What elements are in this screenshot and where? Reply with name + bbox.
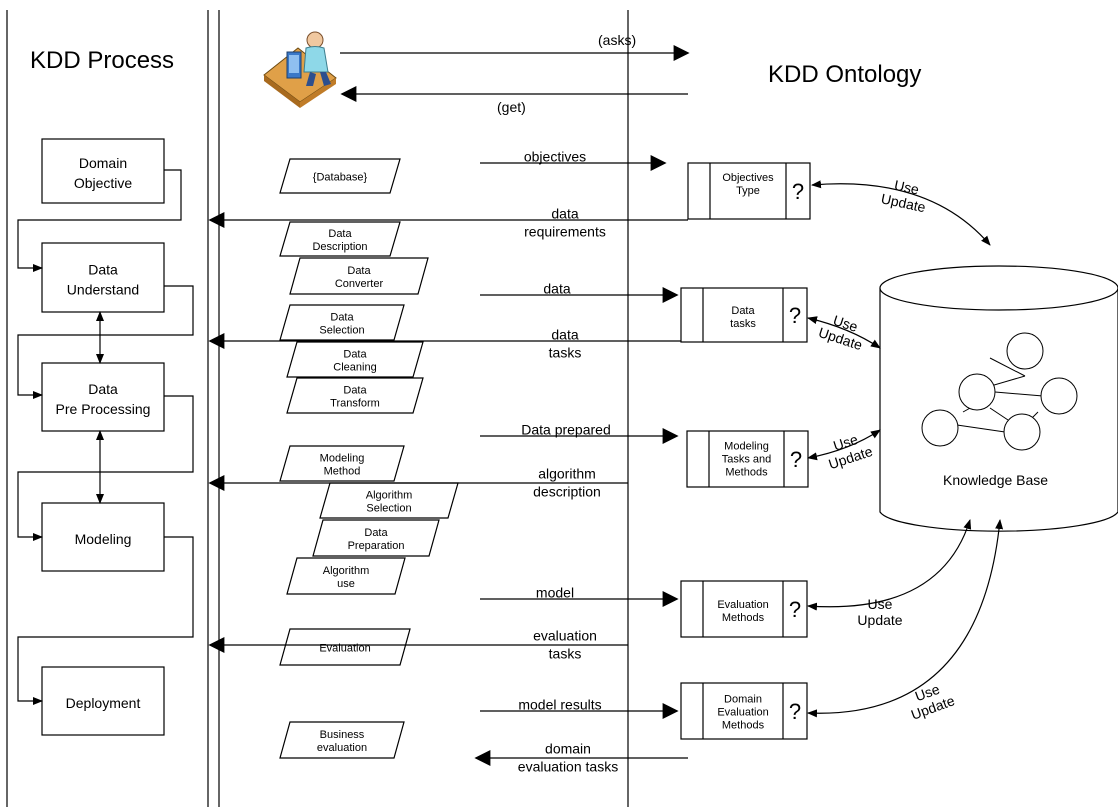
flow-label: objectives <box>524 148 586 164</box>
user-at-computer-icon <box>263 31 337 108</box>
question-mark: ? <box>789 699 801 724</box>
knowledge-base-label: Knowledge Base <box>943 472 1048 488</box>
use-update-label: UseUpdate <box>880 175 931 216</box>
question-mark: ? <box>792 179 804 204</box>
process-step-label: Deployment <box>66 695 141 711</box>
flow-label: data <box>543 280 570 296</box>
artifact-shape <box>286 341 424 378</box>
artifact-shape <box>279 721 405 759</box>
artifact-shape <box>286 377 424 414</box>
knowledge-base-cylinder <box>879 265 1118 532</box>
process-flow-connectors <box>17 169 194 705</box>
get-label: (get) <box>497 99 526 115</box>
artifact-shape <box>279 158 401 194</box>
process-step-label: Modeling <box>75 531 132 547</box>
process-step-box <box>41 242 165 313</box>
kdd-process-title: KDD Process <box>30 47 174 74</box>
ontology-graph <box>921 332 1078 451</box>
swimlane-borders <box>6 10 629 807</box>
question-mark: ? <box>789 597 801 622</box>
process-step-box <box>41 362 165 432</box>
question-mark: ? <box>789 303 801 328</box>
ontology-box <box>687 162 811 220</box>
asks-label: (asks) <box>598 32 636 48</box>
question-mark: ? <box>790 447 802 472</box>
artifact-shape <box>289 257 429 295</box>
ontology-box <box>680 580 808 638</box>
use-update-label: UseUpdate <box>822 428 875 472</box>
use-update-label: UseUpdate <box>817 309 870 353</box>
ontology-box <box>680 287 808 343</box>
flow-label: model <box>536 584 574 600</box>
ontology-box <box>680 682 808 740</box>
process-step-box <box>41 138 165 204</box>
process-step-box <box>41 666 165 736</box>
flow-label: Data prepared <box>521 421 611 437</box>
flow-label: model results <box>518 696 601 712</box>
use-update-label: UseUpdate <box>903 677 957 723</box>
artifact-label: Evaluation <box>319 643 370 655</box>
artifact-shape <box>279 628 411 666</box>
artifact-shape <box>279 221 401 257</box>
artifact-shape <box>312 519 440 557</box>
artifact-shape <box>279 445 405 482</box>
kdd-ontology-title: KDD Ontology <box>768 61 921 88</box>
use-update-arrows <box>807 180 1004 718</box>
artifact-label: {Database} <box>313 172 368 184</box>
artifact-shape <box>279 304 405 341</box>
artifact-shape <box>286 557 406 595</box>
flow-arrows <box>208 155 688 766</box>
